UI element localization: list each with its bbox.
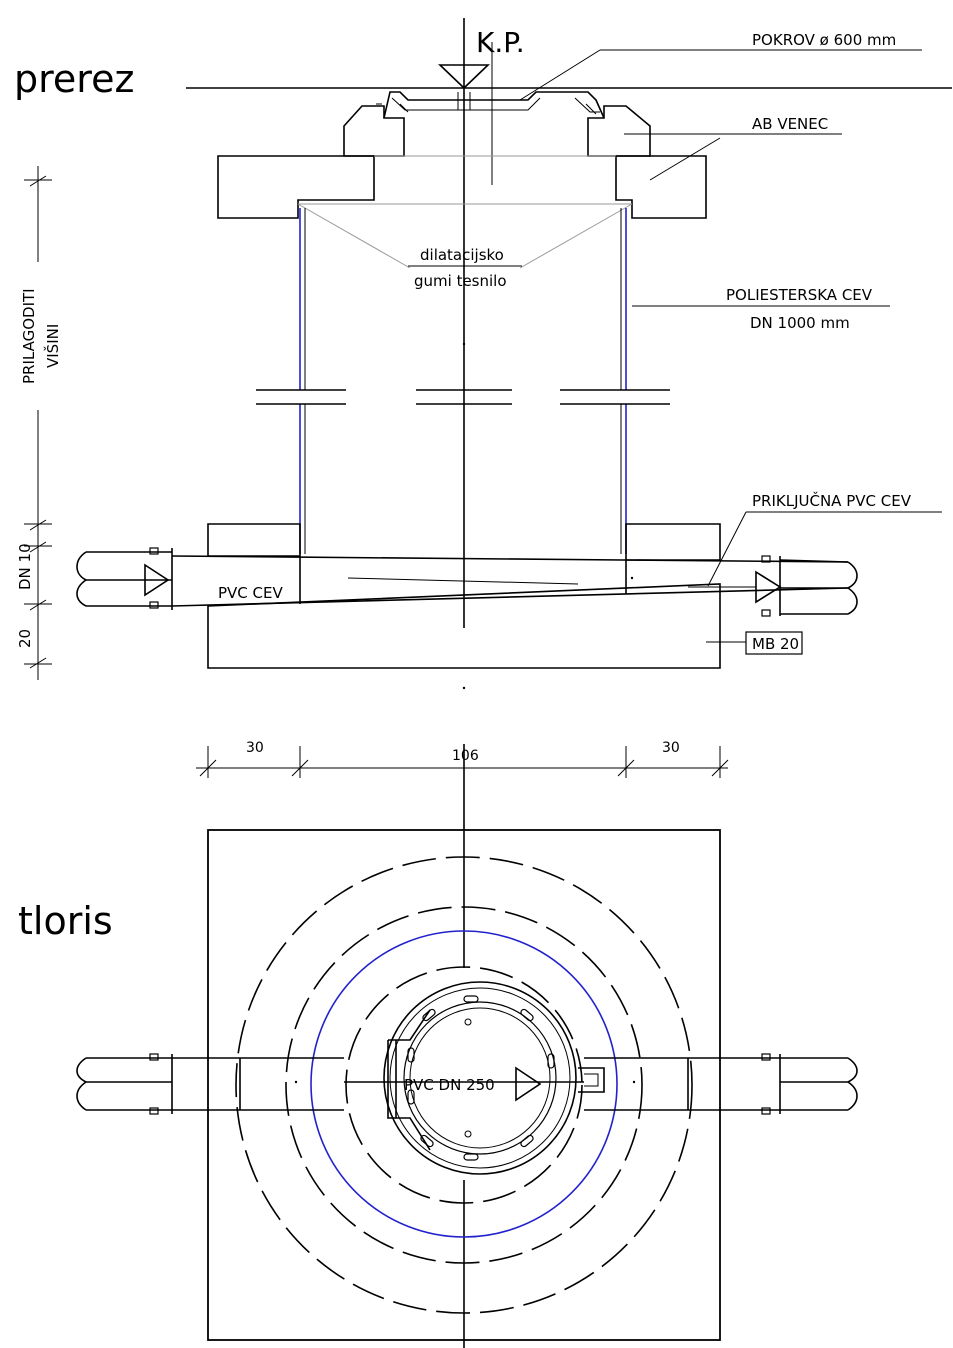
plan-pipe-left bbox=[76, 1053, 344, 1115]
right-pvc-pipe bbox=[688, 555, 858, 617]
base-top-right bbox=[625, 523, 721, 561]
inner-dashed-circle bbox=[345, 966, 583, 1204]
dim-right: 30 bbox=[662, 740, 680, 756]
dilatacijsko-label: dilatacijsko bbox=[420, 246, 504, 264]
middle-dashed-circle bbox=[285, 906, 643, 1264]
dim-20: 20 bbox=[16, 629, 34, 648]
pokrov-label: POKROV ø 600 mm bbox=[752, 31, 896, 49]
dim-center: 106 bbox=[452, 748, 479, 764]
plan-title: tloris bbox=[18, 899, 113, 943]
level-marker-icon bbox=[438, 64, 490, 90]
base-top-left bbox=[207, 523, 301, 557]
ab-venec-label: AB VENEC bbox=[752, 115, 828, 133]
dn10-dimension: DN 10 bbox=[16, 543, 34, 590]
concrete-base bbox=[207, 583, 721, 669]
pvc-cev-label: PVC CEV bbox=[218, 584, 283, 602]
outer-dashed-circle bbox=[235, 856, 693, 1314]
slab-left bbox=[217, 155, 375, 219]
visini-label: VIŠINI bbox=[43, 324, 62, 368]
horizontal-dimension bbox=[196, 746, 729, 778]
section-view: prerez K.P. dilatacijsko gu bbox=[14, 18, 952, 690]
plan-pipe-right bbox=[584, 1053, 858, 1115]
section-title: prerez bbox=[14, 57, 134, 101]
collar-right bbox=[587, 105, 651, 157]
pvc-dn250-label: PVC DN 250 bbox=[404, 1076, 495, 1094]
kp-label: K.P. bbox=[476, 26, 525, 59]
polyester-pipe-walls bbox=[299, 208, 627, 554]
collar-left bbox=[343, 105, 405, 157]
prikljucna-label: PRIKLJUČNA PVC CEV bbox=[752, 491, 912, 510]
poliesterska-label: POLIESTERSKA CEV bbox=[726, 286, 873, 304]
prilagoditi-label: PRILAGODITI bbox=[20, 288, 38, 384]
cover-frame bbox=[376, 91, 605, 119]
slab-right bbox=[615, 155, 707, 219]
break-lines bbox=[256, 389, 670, 405]
dim-left: 30 bbox=[246, 740, 264, 756]
plan-view: tloris 30 106 30 bbox=[18, 740, 858, 1348]
flow-arrow-icon bbox=[755, 570, 782, 604]
flow-arrow-icon bbox=[515, 1066, 542, 1102]
gumi-tesnilo-label: gumi tesnilo bbox=[414, 272, 507, 290]
prikljucna-leader bbox=[707, 511, 747, 587]
polyester-pipe-circle bbox=[310, 930, 618, 1238]
dn1000-label: DN 1000 mm bbox=[750, 314, 850, 332]
channel bbox=[171, 555, 849, 607]
mb20-box bbox=[745, 631, 803, 655]
left-pvc-pipe bbox=[76, 547, 173, 610]
seal-lines bbox=[297, 203, 633, 269]
mb20-label: MB 20 bbox=[752, 635, 799, 653]
manhole-cover bbox=[383, 981, 605, 1175]
vertical-dimension bbox=[24, 166, 52, 680]
pokrov-leader bbox=[519, 49, 601, 101]
